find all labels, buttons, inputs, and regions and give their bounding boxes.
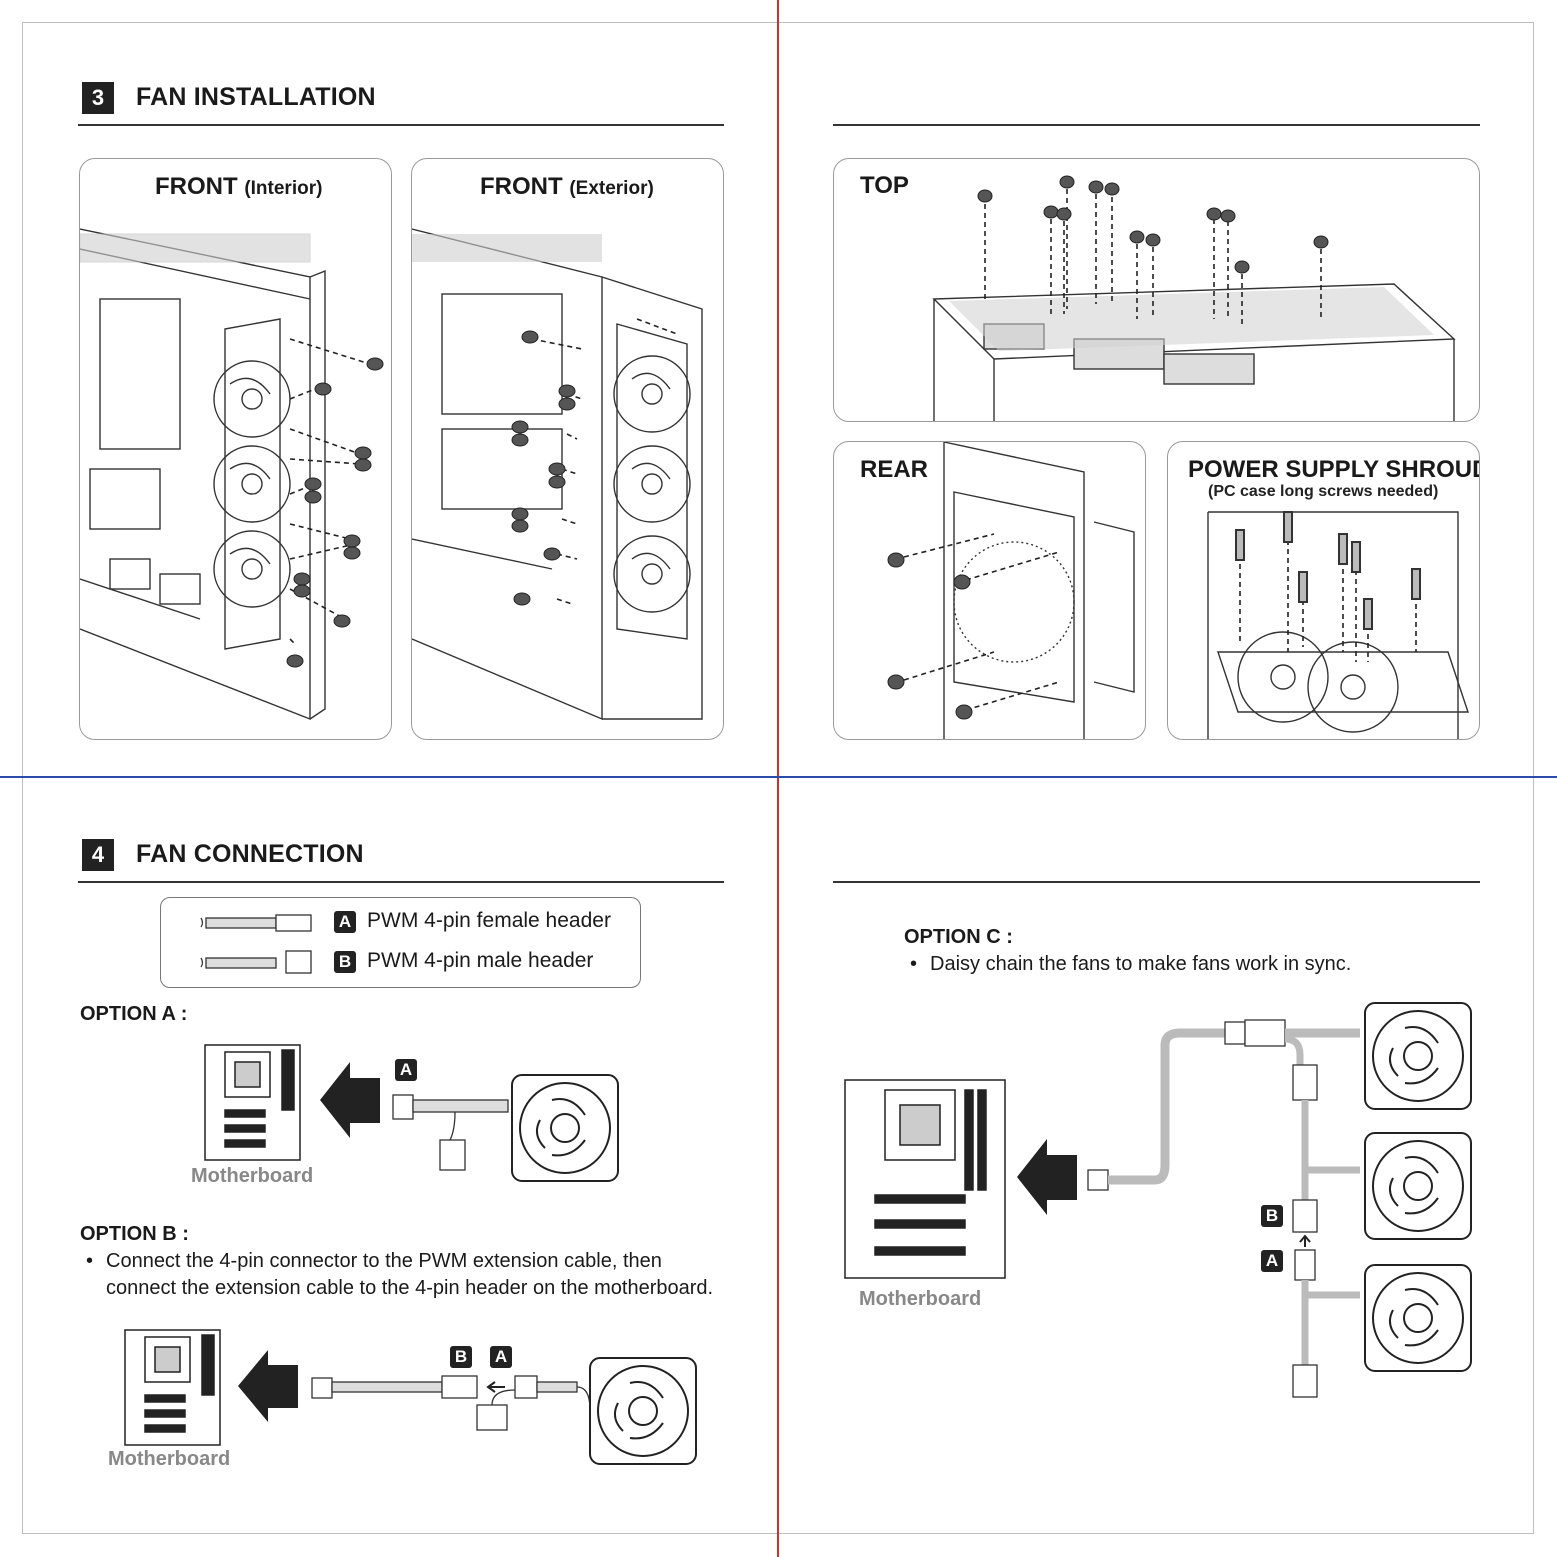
section-4-rule — [78, 881, 724, 883]
legend-text-a: PWM 4-pin female header — [367, 909, 611, 932]
option-b-title: OPTION B : — [80, 1223, 189, 1245]
section-3-rule-right — [833, 124, 1480, 126]
section-4-title: FAN CONNECTION — [136, 840, 364, 868]
option-c-motherboard-label: Motherboard — [859, 1288, 982, 1310]
option-b-line-1: Connect the 4-pin connector to the PWM e… — [106, 1250, 662, 1272]
front-interior-illustration — [80, 228, 384, 721]
option-c-bullet: Daisy chain the fans to make fans work i… — [930, 953, 1352, 975]
option-c-description: •Daisy chain the fans to make fans work … — [910, 953, 1352, 975]
panel-label: FRONT — [155, 173, 238, 200]
section-3-number: 3 — [82, 82, 114, 114]
legend-connector-icons — [200, 914, 312, 974]
option-b-line-2: connect the extension cable to the 4-pin… — [106, 1277, 714, 1299]
legend-badge-a: A — [334, 911, 356, 933]
panel-psu-shroud-title: POWER SUPPLY SHROUD — [1188, 456, 1480, 483]
section-4-number: 4 — [82, 839, 114, 871]
panel-front-exterior: FRONT (Exterior) — [411, 158, 724, 740]
psu-shroud-illustration — [1207, 511, 1469, 739]
panel-rear-title: REAR — [860, 456, 929, 483]
option-c-badge-a: A — [1261, 1250, 1283, 1272]
option-a-title: OPTION A : — [80, 1003, 188, 1025]
panel-sublabel: (Interior) — [244, 178, 323, 199]
section-3-rule — [78, 124, 724, 126]
option-b-motherboard-label: Motherboard — [108, 1448, 231, 1470]
option-a-motherboard-label: Motherboard — [191, 1165, 314, 1187]
section-3-title: FAN INSTALLATION — [136, 83, 376, 111]
option-b-description: •Connect the 4-pin connector to the PWM … — [86, 1248, 766, 1302]
section-4-rule-right — [833, 881, 1480, 883]
front-exterior-illustration — [412, 228, 703, 721]
legend-badge-b: B — [334, 951, 356, 973]
horizontal-fold-line — [0, 776, 1557, 778]
panel-front-interior-title: FRONT (Interior) — [155, 173, 322, 201]
option-a-badge: A — [395, 1059, 417, 1081]
panel-psu-shroud: POWER SUPPLY SHROUD (PC case long screws… — [1167, 441, 1480, 740]
option-c-badge-b: B — [1261, 1205, 1283, 1227]
option-c-title: OPTION C : — [904, 926, 1013, 948]
option-a-diagram — [204, 1044, 619, 1182]
top-illustration — [932, 175, 1456, 421]
panel-label: FRONT — [480, 173, 563, 200]
option-c-diagram — [844, 1002, 1472, 1398]
panel-top: TOP — [833, 158, 1480, 422]
vertical-fold-line — [777, 0, 779, 1557]
panel-front-exterior-title: FRONT (Exterior) — [480, 173, 654, 201]
panel-front-interior: FRONT (Interior) — [79, 158, 392, 740]
connector-legend: A PWM 4-pin female header B PWM 4-pin ma… — [160, 897, 641, 988]
panel-rear: REAR — [833, 441, 1146, 740]
rear-illustration — [887, 442, 1135, 739]
panel-psu-shroud-note: (PC case long screws needed) — [1208, 483, 1439, 500]
legend-text-b: PWM 4-pin male header — [367, 949, 594, 972]
option-b-diagram — [124, 1329, 697, 1465]
panel-top-title: TOP — [860, 172, 909, 199]
panel-sublabel: (Exterior) — [569, 178, 654, 199]
option-b-badge-a: A — [490, 1346, 512, 1368]
option-b-badge-b: B — [450, 1346, 472, 1368]
